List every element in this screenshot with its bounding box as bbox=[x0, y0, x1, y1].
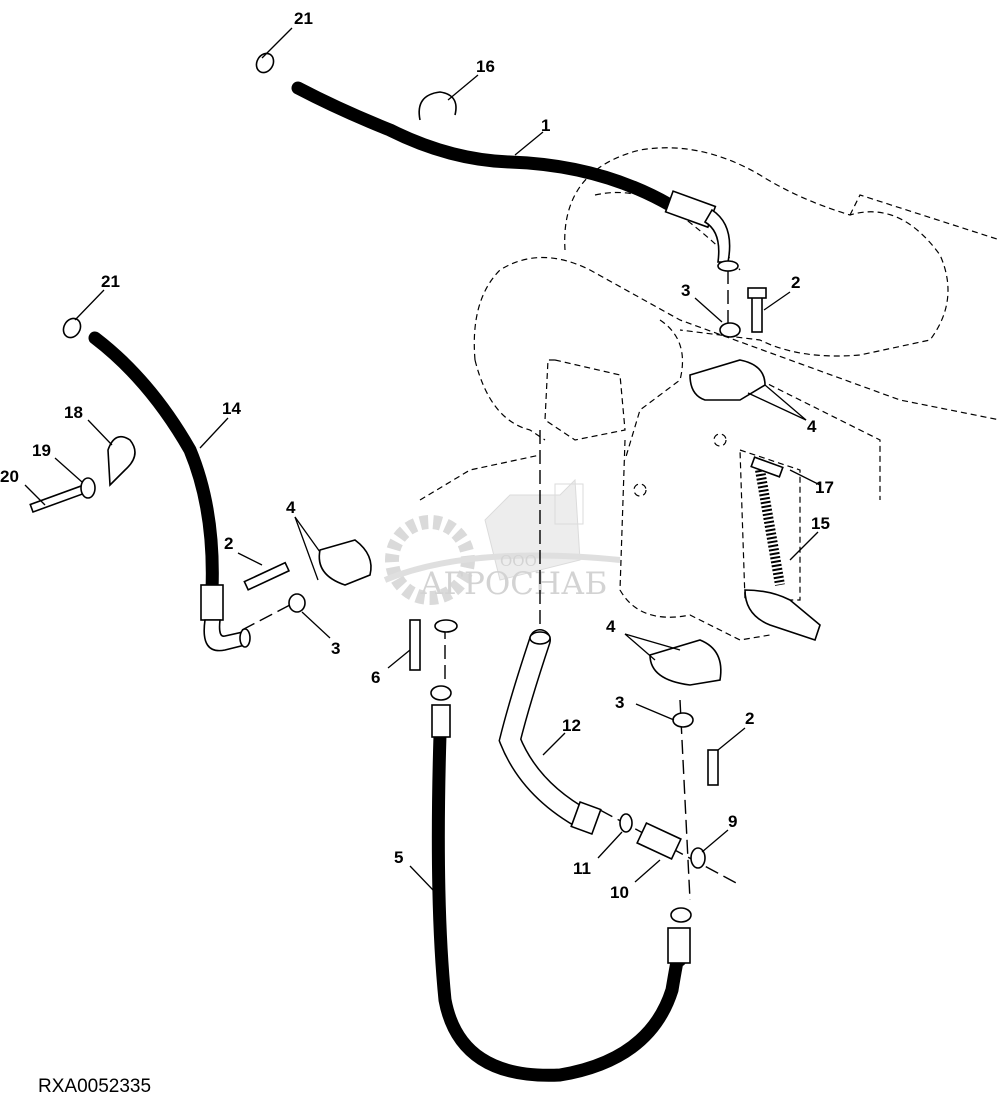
o-ring-3b bbox=[288, 593, 306, 613]
callout-2: 2 bbox=[791, 273, 800, 292]
callout-20: 20 bbox=[0, 467, 19, 486]
callout-9: 9 bbox=[728, 812, 737, 831]
leader-lines bbox=[24, 27, 821, 891]
callout-15: 15 bbox=[811, 514, 830, 533]
o-ring-21b bbox=[62, 317, 82, 339]
callout-2: 2 bbox=[745, 709, 754, 728]
callout-10: 10 bbox=[610, 883, 629, 902]
flange-4 bbox=[689, 359, 766, 401]
callout-16: 16 bbox=[476, 57, 495, 76]
pin-17 bbox=[750, 456, 784, 478]
callout-19: 19 bbox=[32, 441, 51, 460]
washer-19 bbox=[80, 477, 96, 499]
callout-18: 18 bbox=[64, 403, 83, 422]
o-ring-11 bbox=[619, 813, 633, 833]
hose-1 bbox=[291, 81, 739, 272]
hose-5 bbox=[430, 685, 692, 1082]
callout-21: 21 bbox=[101, 272, 120, 291]
callout-12: 12 bbox=[562, 716, 581, 735]
flange-4c bbox=[649, 639, 722, 686]
centerline bbox=[241, 604, 291, 631]
callout-3: 3 bbox=[615, 693, 624, 712]
spring-15 bbox=[755, 469, 785, 586]
watermark-prefix: ООО bbox=[500, 552, 537, 570]
flange-4a bbox=[318, 539, 372, 586]
callout-17: 17 bbox=[815, 478, 834, 497]
callout-3: 3 bbox=[331, 639, 340, 658]
callout-4: 4 bbox=[807, 417, 817, 436]
callout-1: 1 bbox=[541, 116, 550, 135]
clamp-18 bbox=[107, 435, 136, 487]
callout-4: 4 bbox=[286, 498, 296, 517]
snap-ring-16 bbox=[418, 91, 457, 121]
callout-5: 5 bbox=[394, 848, 403, 867]
callout-14: 14 bbox=[222, 399, 241, 418]
o-ring-3 bbox=[719, 322, 741, 338]
watermark-logo: ООО АГРОСНАБ bbox=[383, 478, 621, 605]
adapter-10 bbox=[636, 821, 682, 861]
bolt-2a bbox=[243, 561, 291, 591]
small-parts bbox=[29, 52, 821, 869]
callout-2: 2 bbox=[224, 534, 233, 553]
o-ring-21 bbox=[255, 52, 275, 74]
centerline bbox=[679, 699, 691, 901]
diagram-code: RXA0052335 bbox=[38, 1076, 151, 1097]
o-ring-9 bbox=[690, 847, 706, 869]
hose-14 bbox=[88, 331, 251, 652]
tube-12 bbox=[498, 629, 602, 836]
o-ring-3c bbox=[672, 712, 694, 728]
callout-21: 21 bbox=[294, 9, 313, 28]
o-ring-7 bbox=[434, 619, 458, 633]
callouts: 21 16 1 21 18 14 19 20 4 2 3 6 2 3 4 17 … bbox=[0, 9, 834, 902]
callout-11: 11 bbox=[573, 859, 591, 878]
bolt-6 bbox=[409, 619, 421, 671]
bolt-2c bbox=[707, 749, 719, 786]
callout-4: 4 bbox=[606, 617, 616, 636]
bracket bbox=[744, 589, 821, 642]
watermark-name: АГРОСНАБ bbox=[420, 566, 607, 602]
callout-3: 3 bbox=[681, 281, 690, 300]
callout-6: 6 bbox=[371, 668, 380, 687]
